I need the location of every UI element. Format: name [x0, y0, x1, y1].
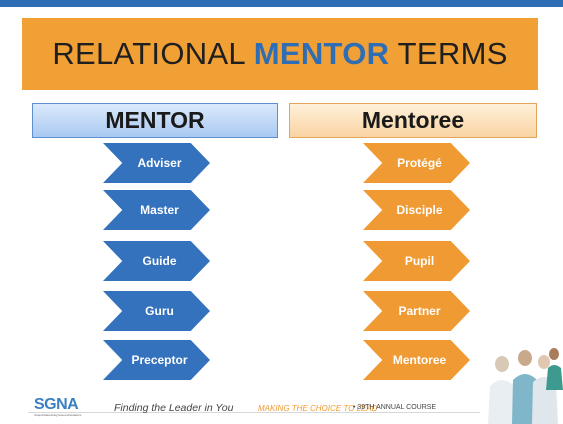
mentoree-term-pupil: Pupil — [363, 241, 470, 281]
chevron-label: Preceptor — [131, 353, 188, 367]
slide-title: RELATIONAL MENTOR TERMS — [52, 36, 507, 72]
top-accent-bar — [0, 0, 563, 7]
mentor-term-master: Master — [103, 190, 210, 230]
mentor-term-guide: Guide — [103, 241, 210, 281]
mentoree-term-disciple: Disciple — [363, 190, 470, 230]
footer-divider — [28, 412, 498, 413]
chevron-label: Protégé — [397, 156, 442, 170]
logo-subtitle: Society of Gastroenterology Nurses and A… — [34, 413, 82, 417]
chevron-label: Partner — [398, 304, 441, 318]
chevron-label: Guru — [145, 304, 174, 318]
mentoree-term-protege: Protégé — [363, 143, 470, 183]
mentoree-term-mentoree: Mentoree — [363, 340, 470, 380]
mentor-term-preceptor: Preceptor — [103, 340, 210, 380]
mentoree-term-partner: Partner — [363, 291, 470, 331]
mentor-term-adviser: Adviser — [103, 143, 210, 183]
chevron-label: Adviser — [137, 156, 182, 170]
chevron-label: Guide — [142, 254, 177, 268]
footer-tagline: Finding the Leader in You — [114, 402, 234, 414]
title-prefix: RELATIONAL — [52, 36, 254, 71]
title-suffix: TERMS — [389, 36, 508, 71]
title-banner: RELATIONAL MENTOR TERMS — [22, 18, 538, 90]
chevron-label: Disciple — [396, 203, 443, 217]
chevron-label: Pupil — [404, 254, 435, 268]
mentor-term-guru: Guru — [103, 291, 210, 331]
chevron-label: Mentoree — [392, 353, 447, 367]
medical-staff-photo — [480, 340, 563, 424]
footer-tagline-course: • 39TH ANNUAL COURSE — [353, 404, 437, 411]
chevron-label: Master — [140, 203, 179, 217]
mentoree-column-header: Mentoree — [289, 103, 537, 138]
footer-tagline-choice: MAKING THE CHOICE TO LEAD — [258, 404, 378, 413]
title-highlight: MENTOR — [253, 36, 390, 71]
mentor-column-header: MENTOR — [32, 103, 278, 138]
